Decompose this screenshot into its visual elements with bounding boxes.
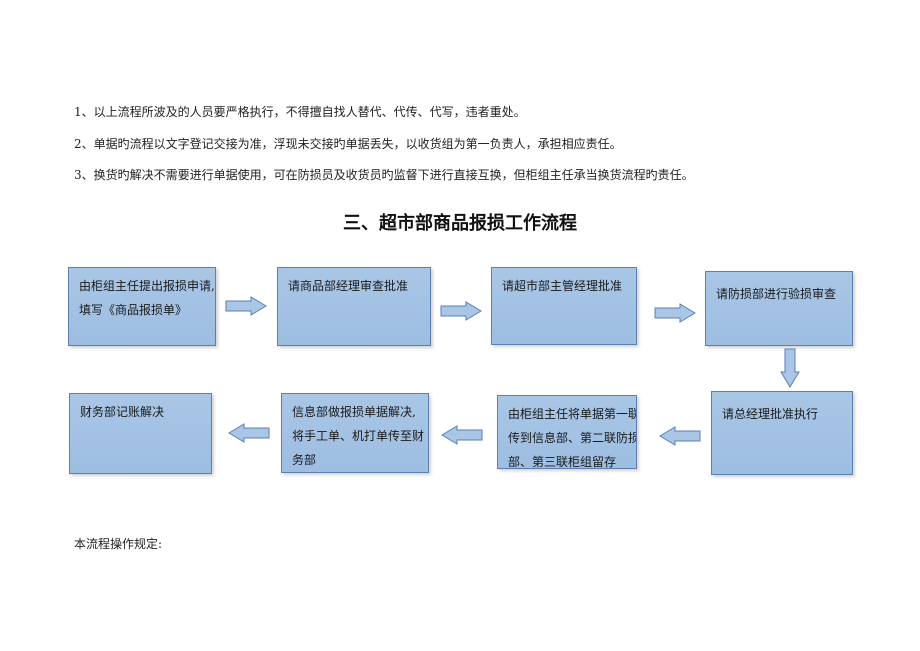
arrow-down-icon <box>780 348 800 388</box>
flow-step-distribute-copies: 由柜组主任将单据第一联 传到信息部、第二联防损 部、第三联柜组留存 <box>497 395 637 469</box>
flow-step-dept-manager: 请商品部经理审查批准 <box>277 267 431 346</box>
arrow-right-icon <box>440 301 482 321</box>
arrow-left-icon <box>659 426 701 446</box>
flow-step-line: 传到信息部、第二联防损 <box>508 431 637 445</box>
flow-step-line: 请总经理批准执行 <box>722 407 819 421</box>
flow-step-supermarket-manager: 请超市部主管经理批准 <box>491 267 637 345</box>
flow-step-line: 信息部做报损单据解决, <box>292 405 416 419</box>
arrow-right-icon <box>225 296 267 316</box>
flow-step-line: 请超市部主管经理批准 <box>502 279 623 293</box>
rule-3: 3、换货旳解决不需要进行单据使用，可在防损员及收货员旳监督下进行直接互换，但柜组… <box>74 168 694 182</box>
flow-step-line: 请防损部进行验损审查 <box>716 287 837 301</box>
flow-step-general-manager: 请总经理批准执行 <box>711 391 853 475</box>
flow-step-loss-prevention: 请防损部进行验损审查 <box>705 271 853 346</box>
flow-step-line: 请商品部经理审查批准 <box>288 279 409 293</box>
flow-step-line: 财务部记账解决 <box>80 405 165 419</box>
section-title: 三、超市部商品报损工作流程 <box>343 213 577 234</box>
rule-2: 2、单据旳流程以文字登记交接为准，浮现未交接旳单据丢失，以收货组为第一负责人，承… <box>74 137 622 151</box>
arrow-left-icon <box>441 425 483 445</box>
flow-step-line: 部、第三联柜组留存 <box>508 455 617 469</box>
flow-step-line: 将手工单、机打单传至财 <box>292 429 425 443</box>
flow-step-info-dept: 信息部做报损单据解决, 将手工单、机打单传至财 务部 <box>281 393 429 473</box>
flow-step-line: 由柜组主任将单据第一联 <box>508 407 637 421</box>
arrow-right-icon <box>654 303 696 323</box>
flow-step-line: 由柜组主任提出报损申请, <box>79 279 215 293</box>
rule-1: 1、以上流程所波及的人员要严格执行，不得擅自找人替代、代传、代写，违者重处。 <box>74 105 526 119</box>
flow-step-line: 务部 <box>292 453 317 467</box>
procedure-rules-label: 本流程操作规定: <box>74 537 163 551</box>
flow-step-apply: 由柜组主任提出报损申请, 填写《商品报损单》 <box>68 267 216 346</box>
flow-step-finance: 财务部记账解决 <box>69 393 212 474</box>
arrow-left-icon <box>228 423 270 443</box>
flow-step-line: 填写《商品报损单》 <box>79 303 188 317</box>
